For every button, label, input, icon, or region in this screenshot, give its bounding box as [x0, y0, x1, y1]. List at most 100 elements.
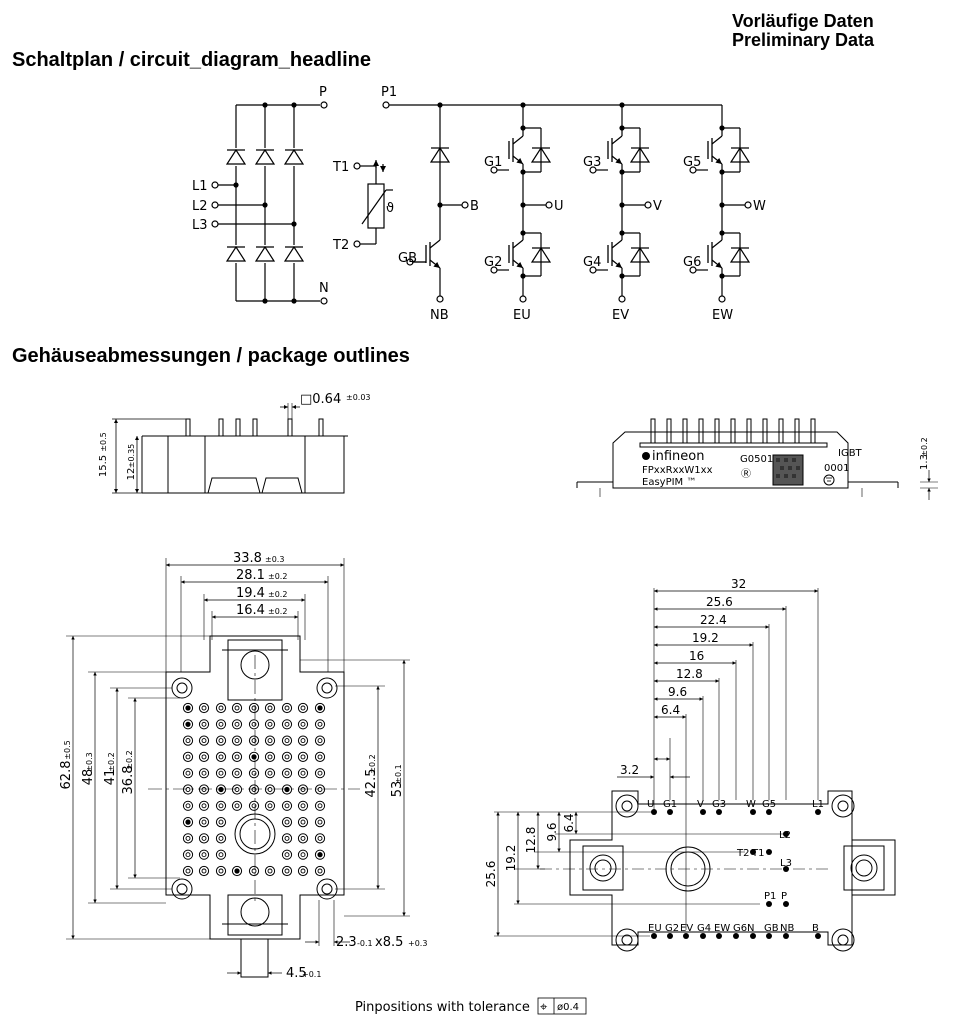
pin-hole [182, 865, 194, 877]
pin-hole-filled [251, 754, 257, 760]
pin-hole [314, 800, 326, 811]
front-view-labels: infineon FPxxRxxW1xx EasyPIM ™ G0501 Ⓡ 0… [642, 437, 930, 488]
dim-16-4-tol: ±0.2 [268, 607, 287, 616]
pin-hole [297, 833, 309, 844]
dim-36-8: 36.8 [121, 766, 136, 795]
pin-hole [297, 849, 309, 860]
serial-number: 0001 [824, 463, 849, 474]
pin-hole-grid [182, 702, 326, 877]
tolerance-value: ø0.4 [557, 1002, 579, 1013]
pin-hole [314, 833, 326, 844]
pin-hole [182, 784, 194, 795]
label-t2: T2 [332, 238, 349, 253]
pin-hole [281, 865, 293, 877]
pin-hole [314, 865, 326, 877]
height-12-tol: ±0.35 [127, 444, 136, 469]
pin-hole [182, 768, 194, 779]
device-type: IGBT [838, 448, 863, 459]
pin-hole [215, 751, 227, 762]
dim-19-4: 19.4 [236, 586, 265, 601]
dim-53-tol: ±0.1 [394, 764, 403, 783]
label-g2: G2 [484, 255, 502, 270]
pin-hole [248, 735, 260, 746]
pin-hole [314, 784, 326, 795]
pin-hole [297, 817, 309, 828]
pos-9-6: 9.6 [668, 685, 687, 699]
pin-b: B [812, 923, 819, 934]
dim-62-8-tol: ±0.5 [63, 740, 72, 759]
height-12: 12 [126, 468, 137, 481]
tolerance-text: Pinpositions with tolerance [355, 1000, 530, 1015]
height-15-5-tol: ±0.5 [99, 432, 108, 451]
pin-hole [314, 751, 326, 762]
label-l1: L1 [192, 179, 208, 194]
pin-view [494, 588, 896, 952]
pin-hole-filled [185, 721, 191, 727]
side-view-labels: □0.64 ±0.03 15.5 ±0.5 12 ±0.35 [98, 392, 371, 480]
dim-16-4: 16.4 [236, 603, 265, 618]
pin-hole [297, 865, 309, 877]
label-g6: G6 [683, 255, 701, 270]
pin-hole [264, 768, 276, 779]
pin-nb: NB [780, 923, 794, 934]
label-g5: G5 [683, 155, 701, 170]
pin-hole-filled [218, 786, 224, 793]
bottom-view-labels: 33.8 ±0.3 28.1 ±0.2 19.4 ±0.2 16.4 ±0.2 … [59, 551, 427, 981]
pin-hole [182, 735, 194, 746]
label-eu: EU [513, 308, 531, 323]
pin-hole [264, 784, 276, 795]
label-b: B [470, 199, 479, 214]
pin-hole [182, 800, 194, 811]
pin-hole [231, 751, 243, 762]
pin-g2: G2 [665, 923, 679, 934]
pin-l3: L3 [780, 858, 792, 869]
pin-hole [264, 702, 276, 714]
pos-32: 32 [731, 577, 746, 591]
pin-hole [264, 719, 276, 730]
pin-hole [281, 702, 293, 714]
schematic-labels: P P1 N L1 L2 L3 T1 T2 ϑ B GB NB G1 G2 G3… [192, 85, 766, 323]
pin-p1: P1 [764, 891, 776, 902]
pin-hole [297, 768, 309, 779]
pin-ev: EV [680, 923, 693, 934]
pin-hole [182, 849, 194, 860]
pin-hole [297, 702, 309, 714]
pin-hole [215, 800, 227, 811]
pin-hole-filled [185, 819, 191, 825]
pin-n: N [747, 923, 754, 934]
pin-hole [198, 784, 210, 795]
pin-hole [314, 768, 326, 779]
pin-hole [297, 719, 309, 730]
label-g3: G3 [583, 155, 601, 170]
pin-l2: L2 [779, 830, 791, 841]
dim-41: 41 [103, 769, 118, 786]
vpos-6-4: 6.4 [562, 813, 576, 832]
pin-dots [651, 809, 821, 939]
pin-hole [198, 817, 210, 828]
pin-hole [248, 719, 260, 730]
label-ew: EW [712, 308, 733, 323]
front-dim: 1.3 [919, 454, 930, 470]
tolerance-note: Pinpositions with tolerance ⌖ ø0.4 [355, 997, 587, 1015]
pin-hole [314, 719, 326, 730]
pin-hole [198, 702, 210, 714]
label-p1: P1 [381, 85, 397, 100]
rectifier-diodes [226, 147, 750, 263]
dim-41-tol: ±0.2 [107, 752, 116, 771]
pin-hole [281, 719, 293, 730]
pin-hole [248, 702, 260, 714]
pin-hole [297, 735, 309, 746]
label-t1: T1 [332, 160, 349, 175]
dim-19-4-tol: ±0.2 [268, 590, 287, 599]
label-v: V [653, 199, 662, 214]
ul-mark-icon: Ⓡ [741, 468, 751, 480]
schematic [211, 101, 752, 305]
pin-u: U [647, 799, 654, 810]
pin-hole [231, 768, 243, 779]
vpos-19-2: 19.2 [504, 845, 518, 872]
label-theta: ϑ [386, 201, 394, 216]
pin-g3: G3 [712, 799, 726, 810]
igbts [412, 132, 726, 272]
pin-hole [281, 833, 293, 844]
pin-hole [198, 865, 210, 877]
